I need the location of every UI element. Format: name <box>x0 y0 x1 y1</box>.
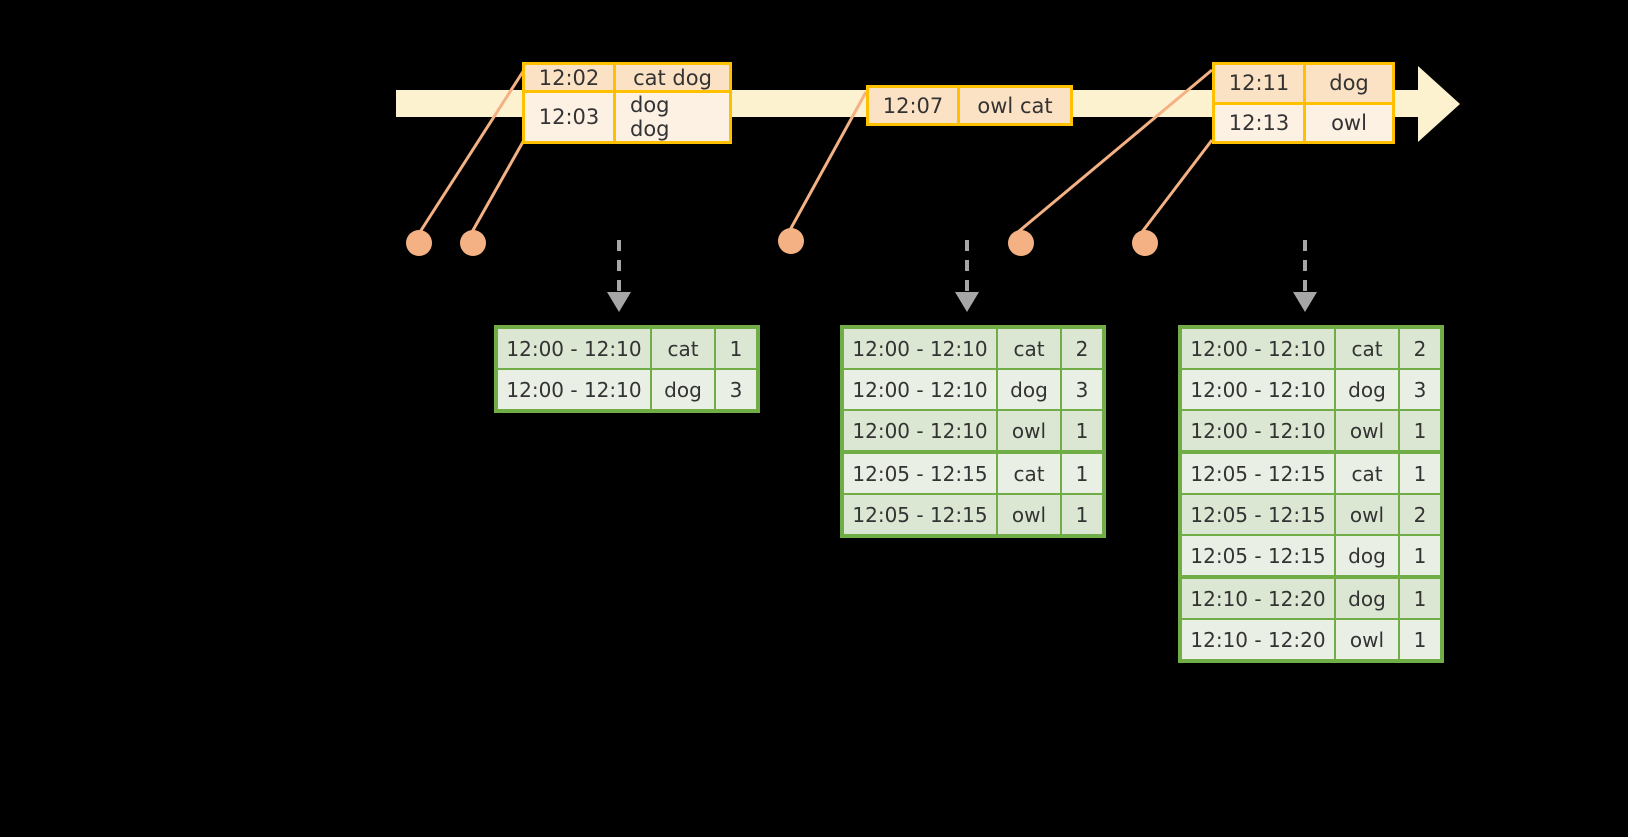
word-cell: cat <box>1336 454 1400 493</box>
down-arrow-icon-1 <box>607 240 631 312</box>
count-cell: 3 <box>716 370 756 409</box>
window-range-cell: 12:05 - 12:15 <box>844 454 998 493</box>
word-cell: owl <box>1336 620 1400 659</box>
event-row: 12:11 dog <box>1215 65 1392 102</box>
count-cell: 3 <box>1400 370 1440 409</box>
window-range-cell: 12:10 - 12:20 <box>1182 620 1336 659</box>
event-time: 12:02 <box>525 65 616 90</box>
word-cell: dog <box>1336 579 1400 618</box>
event-row: 12:03 dog dog <box>525 90 729 141</box>
window-range-cell: 12:05 - 12:15 <box>844 495 998 534</box>
dot-1202 <box>406 230 432 256</box>
window-range-cell: 12:00 - 12:10 <box>1182 329 1336 368</box>
window-range-cell: 12:05 - 12:15 <box>1182 536 1336 575</box>
event-row: 12:02 cat dog <box>525 65 729 90</box>
timeline-arrowhead-icon <box>1418 66 1460 142</box>
event-row: 12:07 owl cat <box>869 88 1070 123</box>
event-time: 12:07 <box>869 88 960 123</box>
event-time: 12:11 <box>1215 65 1306 102</box>
count-cell: 3 <box>1062 370 1102 409</box>
count-cell: 1 <box>1062 495 1102 534</box>
word-cell: owl <box>1336 495 1400 534</box>
word-cell: dog <box>1336 536 1400 575</box>
down-arrow-icon-3 <box>1293 240 1317 312</box>
word-cell: owl <box>998 411 1062 450</box>
count-cell: 1 <box>716 329 756 368</box>
count-cell: 1 <box>1400 454 1440 493</box>
count-cell: 2 <box>1400 329 1440 368</box>
window-range-cell: 12:00 - 12:10 <box>498 370 652 409</box>
event-row: 12:13 owl <box>1215 101 1392 141</box>
word-cell: cat <box>998 454 1062 493</box>
dot-1211 <box>1008 230 1034 256</box>
dot-1203 <box>460 230 486 256</box>
word-cell: owl <box>998 495 1062 534</box>
dot-1207 <box>778 228 804 254</box>
event-words: dog <box>1306 65 1392 102</box>
count-cell: 1 <box>1400 411 1440 450</box>
window-range-cell: 12:00 - 12:10 <box>844 329 998 368</box>
count-cell: 1 <box>1400 536 1440 575</box>
window-range-cell: 12:00 - 12:10 <box>844 370 998 409</box>
event-words: dog dog <box>616 93 729 141</box>
count-cell: 1 <box>1400 579 1440 618</box>
word-cell: dog <box>652 370 716 409</box>
word-cell: dog <box>1336 370 1400 409</box>
event-time: 12:03 <box>525 93 616 141</box>
window-range-cell: 12:00 - 12:10 <box>1182 411 1336 450</box>
dot-1213 <box>1132 230 1158 256</box>
window-range-cell: 12:00 - 12:10 <box>844 411 998 450</box>
window-range-cell: 12:00 - 12:10 <box>1182 370 1336 409</box>
count-cell: 2 <box>1400 495 1440 534</box>
count-cell: 2 <box>1062 329 1102 368</box>
word-cell: owl <box>1336 411 1400 450</box>
count-cell: 1 <box>1062 454 1102 493</box>
word-cell: dog <box>998 370 1062 409</box>
count-cell: 1 <box>1062 411 1102 450</box>
event-words: owl <box>1306 104 1392 141</box>
word-cell: cat <box>652 329 716 368</box>
window-range-cell: 12:05 - 12:15 <box>1182 495 1336 534</box>
event-box-1[interactable]: 12:02 cat dog 12:03 dog dog <box>522 62 732 144</box>
event-words: cat dog <box>616 65 729 90</box>
window-range-cell: 12:10 - 12:20 <box>1182 579 1336 618</box>
event-words: owl cat <box>960 88 1070 123</box>
word-cell: cat <box>1336 329 1400 368</box>
window-range-cell: 12:00 - 12:10 <box>498 329 652 368</box>
down-arrow-icon-2 <box>955 240 979 312</box>
event-time: 12:13 <box>1215 104 1306 141</box>
word-cell: cat <box>998 329 1062 368</box>
event-box-2[interactable]: 12:07 owl cat <box>866 85 1073 126</box>
window-range-cell: 12:05 - 12:15 <box>1182 454 1336 493</box>
count-cell: 1 <box>1400 620 1440 659</box>
event-box-3[interactable]: 12:11 dog 12:13 owl <box>1212 62 1395 144</box>
